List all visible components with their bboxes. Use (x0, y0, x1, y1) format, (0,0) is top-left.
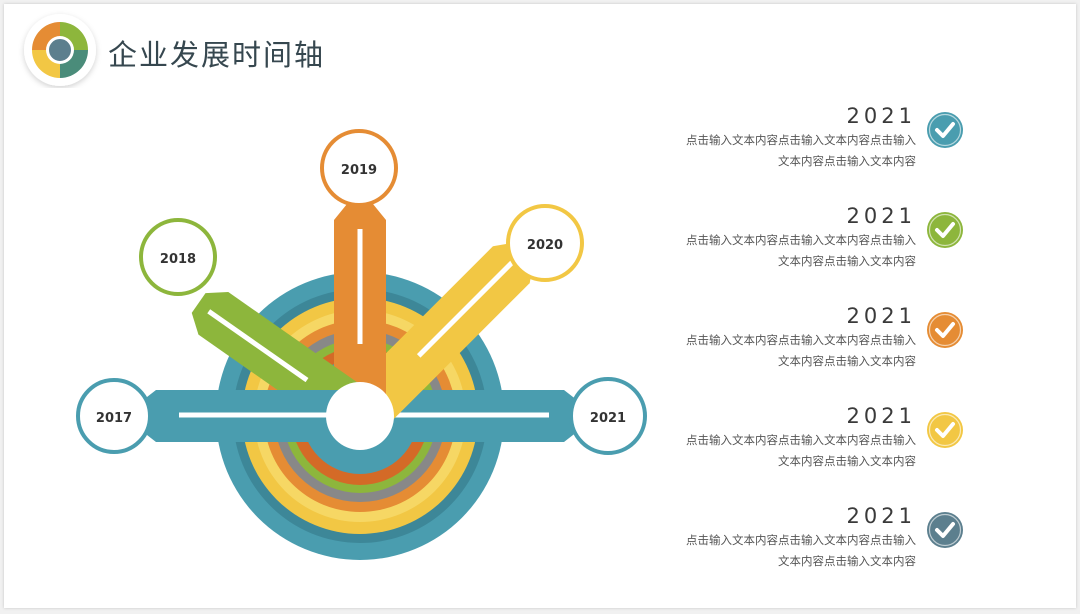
timeline-diagram: 2017 2018 2019 2020 2021 (76, 129, 647, 560)
timeline-entry: 2021 点击输入文本内容点击输入文本内容点击输入文本内容点击输入文本内容 (686, 304, 964, 374)
check-icon (927, 512, 963, 548)
year-badge-2017: 2017 (76, 378, 152, 454)
center-circle (326, 382, 394, 450)
slide: 企业发展时间轴 (4, 4, 1076, 608)
entry-description: 点击输入文本内容点击输入文本内容点击输入文本内容点击输入文本内容 (686, 433, 916, 468)
entry-year: 2021 (846, 304, 916, 328)
entry-year: 2021 (846, 104, 916, 128)
entry-description: 点击输入文本内容点击输入文本内容点击输入文本内容点击输入文本内容 (686, 133, 916, 168)
year-badge-2020: 2020 (506, 204, 584, 282)
timeline-entry: 2021 点击输入文本内容点击输入文本内容点击输入文本内容点击输入文本内容 (686, 104, 964, 174)
timeline-entry: 2021 点击输入文本内容点击输入文本内容点击输入文本内容点击输入文本内容 (686, 404, 964, 474)
year-label-2021: 2021 (590, 411, 626, 426)
year-badge-2019: 2019 (320, 129, 398, 207)
logo (24, 14, 96, 86)
entry-year: 2021 (846, 204, 916, 228)
page-title: 企业发展时间轴 (108, 38, 326, 72)
timeline-entry: 2021 点击输入文本内容点击输入文本内容点击输入文本内容点击输入文本内容 (686, 504, 964, 574)
year-badge-2021: 2021 (569, 377, 647, 455)
entry-year: 2021 (846, 404, 916, 428)
check-icon (927, 312, 963, 348)
entry-description: 点击输入文本内容点击输入文本内容点击输入文本内容点击输入文本内容 (686, 333, 916, 368)
check-icon (927, 412, 963, 448)
entry-description: 点击输入文本内容点击输入文本内容点击输入文本内容点击输入文本内容 (686, 233, 916, 268)
timeline-entry: 2021 点击输入文本内容点击输入文本内容点击输入文本内容点击输入文本内容 (686, 204, 964, 274)
year-label-2018: 2018 (160, 252, 196, 267)
entry-description: 点击输入文本内容点击输入文本内容点击输入文本内容点击输入文本内容 (686, 533, 916, 568)
year-label-2017: 2017 (96, 411, 132, 426)
check-icon (927, 112, 963, 148)
entry-year: 2021 (846, 504, 916, 528)
year-label-2019: 2019 (341, 163, 377, 178)
year-badge-2018: 2018 (139, 218, 217, 296)
year-label-2020: 2020 (527, 238, 563, 253)
check-icon (927, 212, 963, 248)
